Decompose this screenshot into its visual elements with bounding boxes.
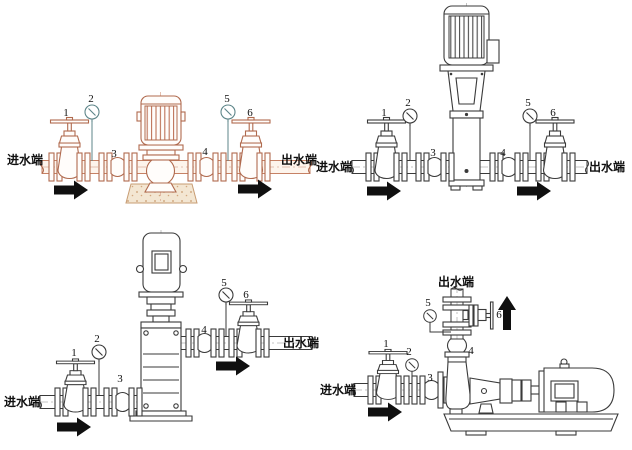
inlet-pressure-gauge (91, 344, 107, 363)
coupling (511, 379, 522, 402)
inlet-label: 进水端 (4, 394, 40, 409)
outlet-label: 出水端 (281, 152, 317, 167)
part-number-6: 6 (496, 309, 502, 321)
outlet-label: 出水端 (589, 159, 625, 174)
part-number-3: 3 (430, 147, 436, 159)
part-number-1: 1 (381, 107, 387, 119)
diagram-vertical-multistage-pump: 进水端 出水端 1 2 3 4 5 6 (316, 3, 625, 201)
inlet-flex-joint (115, 391, 130, 413)
part-number-2: 2 (406, 346, 412, 358)
concrete-foundation (125, 183, 198, 204)
volute (445, 361, 471, 410)
part-number-6: 6 (243, 289, 249, 301)
part-number-3: 3 (117, 373, 123, 385)
part-number-4: 4 (500, 147, 506, 159)
part-number-2: 2 (405, 97, 411, 109)
part-number-5: 5 (525, 97, 531, 109)
diagram-vertical-inline-pump: 进水端 出水端 1 2 3 4 5 6 (7, 92, 317, 204)
part-number-2: 2 (94, 333, 100, 345)
inlet-pressure-gauge (84, 104, 100, 123)
part-number-6: 6 (550, 107, 556, 119)
inlet-flow-arrow (368, 402, 402, 422)
terminal-box (486, 39, 500, 64)
stage-stack (140, 327, 182, 412)
inlet-label: 进水端 (316, 159, 352, 174)
part-number-1: 1 (383, 338, 389, 350)
outlet-label: 出水端 (438, 274, 474, 289)
inlet-flow-arrow (54, 180, 88, 200)
inlet-label: 进水端 (7, 152, 43, 167)
outlet-gate-valve (462, 301, 494, 330)
lifting-lug (178, 264, 188, 274)
inlet-flex-joint (110, 156, 125, 178)
outlet-flow-arrow (238, 179, 272, 199)
part-number-6: 6 (247, 107, 253, 119)
diagram-multistage-pump-raised-outlet: 进水端 出水端 1 2 3 4 5 6 (4, 230, 319, 437)
part-number-3: 3 (427, 372, 433, 384)
outlet-flex-joint (197, 332, 212, 354)
part-number-2: 2 (88, 93, 94, 105)
end-suction-pump-unit (437, 351, 619, 436)
inlet-flow-arrow (57, 417, 91, 437)
part-number-3: 3 (111, 148, 117, 160)
outlet-pressure-gauge (220, 104, 236, 123)
outlet-flex-joint (199, 156, 214, 178)
vertical-multistage-pump (439, 5, 500, 191)
baseplate (443, 413, 619, 432)
diagram-end-suction-pump: 进水端 出水端 1 2 3 4 5 6 (320, 274, 619, 436)
vertical-multistage-pump (129, 232, 193, 422)
inlet-label: 进水端 (320, 382, 356, 397)
part-number-1: 1 (63, 107, 69, 119)
outlet-label: 出水端 (283, 335, 319, 350)
part-number-5: 5 (221, 277, 227, 289)
part-number-5: 5 (224, 93, 230, 105)
part-number-4: 4 (202, 146, 208, 158)
part-number-4: 4 (201, 324, 207, 336)
outlet-flex-joint (446, 338, 468, 353)
inlet-flex-joint (427, 156, 442, 178)
part-number-1: 1 (71, 347, 77, 359)
outlet-flow-arrow (517, 181, 551, 201)
outlet-flex-joint (501, 156, 516, 178)
part-number-4: 4 (468, 345, 474, 357)
outlet-flow-arrow (216, 356, 250, 376)
inlet-flow-arrow (367, 181, 401, 201)
inlet-pressure-gauge (405, 358, 419, 375)
part-number-5: 5 (425, 297, 431, 309)
outlet-pressure-gauge (423, 309, 437, 326)
inline-pump (136, 95, 186, 193)
lifting-lug (135, 264, 145, 274)
outlet-pressure-gauge (522, 108, 538, 127)
